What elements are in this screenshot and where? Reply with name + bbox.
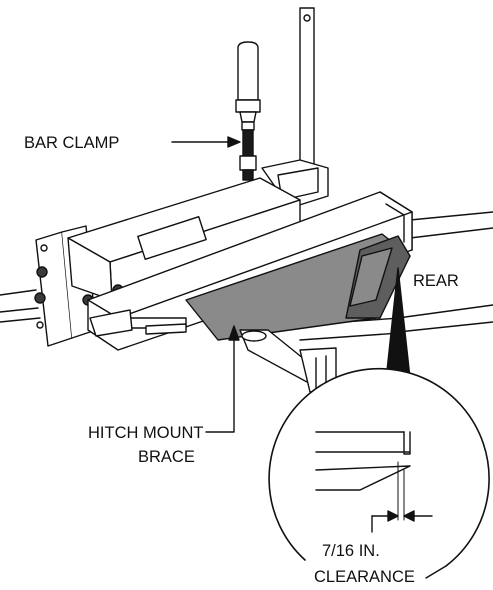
hitch-mount-brace [185,233,411,341]
clearance-label-line1: 7/16 IN. [322,542,380,560]
clearance-label-line2: CLEARANCE [314,568,415,586]
clearance-detail [268,367,490,579]
bar-clamp-leader [171,136,241,148]
hitch-mount-label-line1: HITCH MOUNT [88,424,203,442]
rear-label: REAR [413,272,459,290]
bar-clamp-icon [235,41,329,209]
hitch-mount-label-line2: BRACE [138,448,195,466]
bar-clamp-label: BAR CLAMP [24,134,119,152]
lower-bracket [89,309,337,393]
hitch-mount-leader [205,325,240,433]
